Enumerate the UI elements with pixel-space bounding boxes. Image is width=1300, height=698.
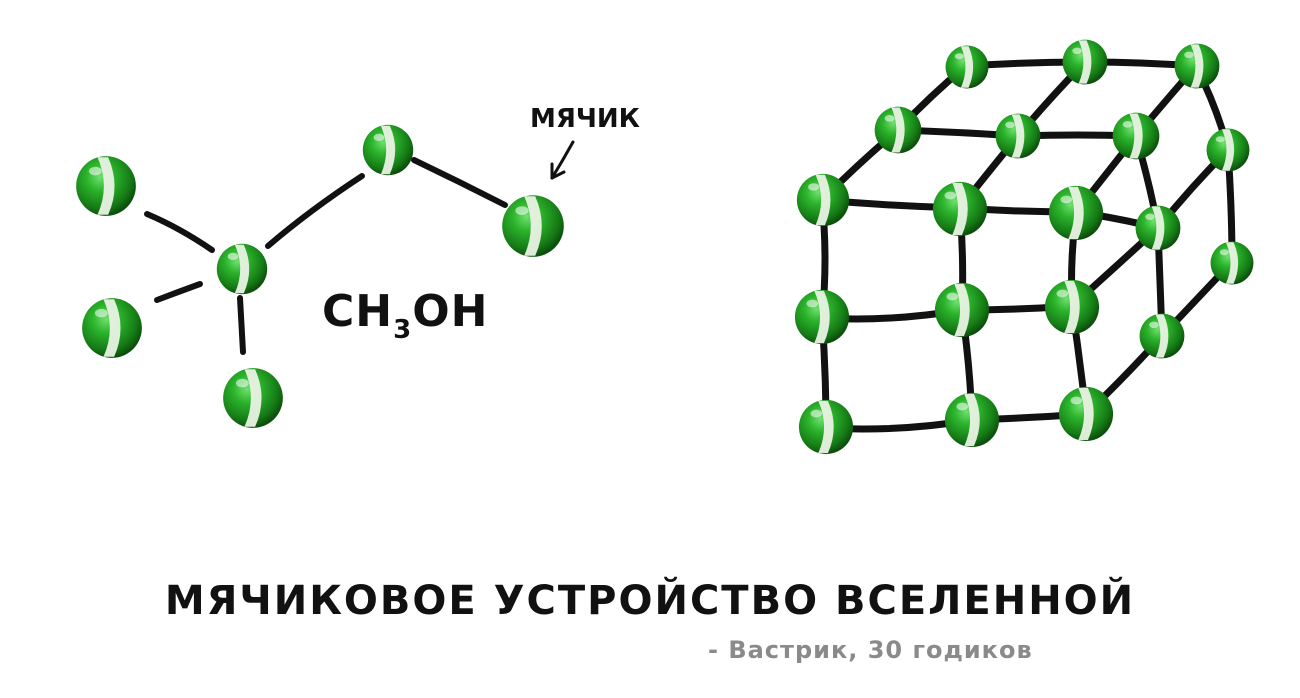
lattice-atom: [1058, 386, 1114, 442]
lattice-atom: [874, 106, 922, 154]
lattice-atom: [794, 289, 850, 345]
bond-h1-c: [144, 211, 215, 253]
atom-h2: [82, 298, 142, 358]
methanol-formula: CH3OH: [322, 286, 489, 345]
lattice-atom: [1210, 241, 1254, 285]
lattice-atom: [1174, 43, 1220, 89]
lattice-atom: [934, 282, 990, 338]
atom-h3: [223, 368, 283, 428]
atom-c: [216, 243, 268, 295]
atom-o: [362, 124, 414, 176]
pointer-arrow: [550, 140, 575, 180]
lattice-atom: [1044, 279, 1100, 335]
lattice-atom: [798, 399, 854, 455]
bond-h2-c: [154, 281, 203, 303]
main-title: МЯЧИКОВОЕ УСТРОЙСТВО ВСЕЛЕННОЙ: [164, 578, 1136, 624]
lattice-atom: [1139, 313, 1185, 359]
attribution: - Вастрик, 30 годиков: [708, 636, 1033, 664]
formula-tail: OH: [412, 286, 489, 337]
lattice-atom: [944, 392, 1000, 448]
lattice-atom: [995, 113, 1041, 159]
formula-subscript: 3: [393, 315, 413, 345]
lattice-atom: [1062, 39, 1108, 85]
ball-pointer-label: МЯЧИК: [530, 104, 640, 134]
bond-h3-c: [237, 295, 246, 355]
formula-main: CH: [322, 286, 394, 337]
atom-h1: [76, 156, 136, 216]
lattice-atom: [1206, 128, 1250, 172]
lattice-atom: [1048, 185, 1104, 241]
atom-h4: [502, 195, 564, 257]
bond-o-h: [411, 157, 508, 208]
lattice-atom: [1112, 112, 1160, 160]
molecule-bonds: [144, 157, 508, 355]
bond-c-o: [265, 173, 365, 249]
lattice-atom: [945, 45, 989, 89]
lattice-atoms: [794, 39, 1254, 455]
lattice-atom: [932, 181, 988, 237]
molecule-atoms: [76, 124, 564, 428]
lattice-atom: [1135, 205, 1181, 251]
lattice-atom: [796, 173, 850, 227]
